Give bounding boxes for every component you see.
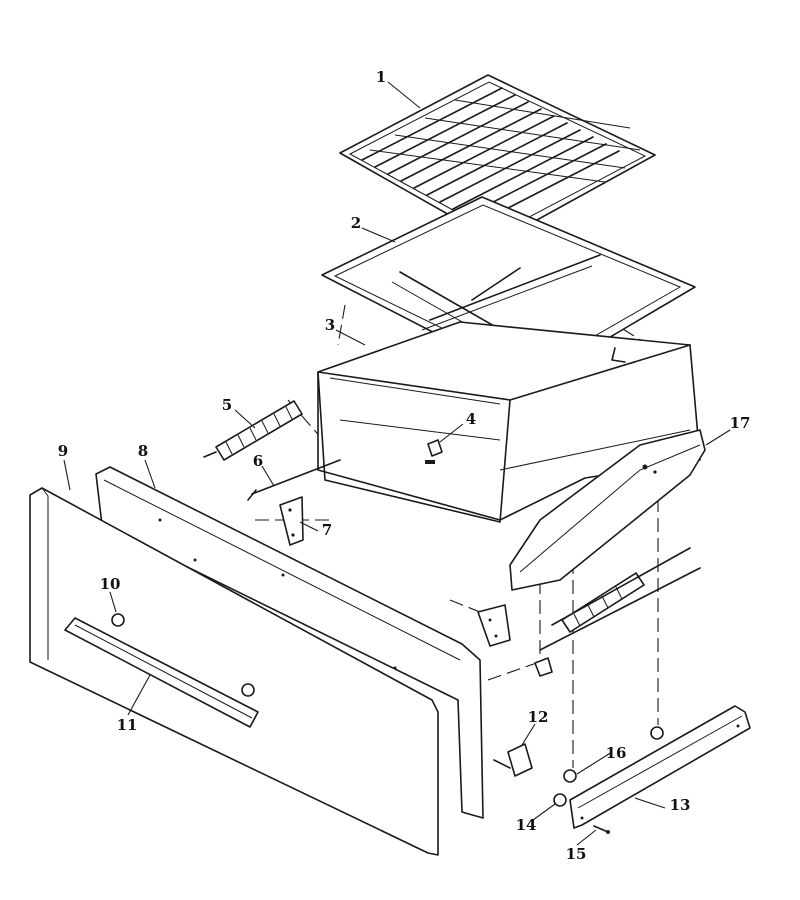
callout-2: 2 [351, 214, 361, 232]
callout-16: 16 [606, 744, 627, 762]
callout-17: 17 [730, 414, 751, 432]
callout-10: 10 [100, 575, 121, 593]
roller-spring-upper [203, 400, 303, 461]
side-guide [509, 429, 706, 591]
knobs [111, 613, 255, 697]
handle [64, 617, 259, 728]
bracket-left [279, 496, 304, 546]
callout-7: 7 [322, 521, 332, 539]
leader-lines [63, 81, 731, 846]
callout-6: 6 [253, 452, 263, 470]
back-panel [95, 466, 484, 819]
callout-14: 14 [516, 816, 537, 834]
clip [425, 439, 443, 464]
callout-1: 1 [376, 68, 386, 86]
bracket-right [477, 604, 553, 677]
callouts: 1 2 3 4 5 6 7 8 9 10 11 12 13 14 15 16 1… [58, 68, 751, 863]
roller-spring-lower [539, 547, 701, 651]
rollers [553, 726, 664, 807]
lower-rail [569, 705, 751, 829]
callout-15: 15 [566, 845, 587, 863]
callout-11: 11 [117, 716, 138, 734]
screw [593, 825, 610, 834]
callout-12: 12 [528, 708, 549, 726]
grid-rack [339, 74, 656, 243]
callout-5: 5 [222, 396, 232, 414]
rack-slots [361, 87, 641, 224]
front-panel [29, 487, 439, 856]
callout-4: 4 [466, 410, 476, 428]
rod [247, 459, 341, 501]
hinge-plate [493, 743, 533, 777]
callout-9: 9 [58, 442, 68, 460]
callout-3: 3 [325, 316, 335, 334]
callout-8: 8 [138, 442, 148, 460]
callout-13: 13 [670, 796, 691, 814]
